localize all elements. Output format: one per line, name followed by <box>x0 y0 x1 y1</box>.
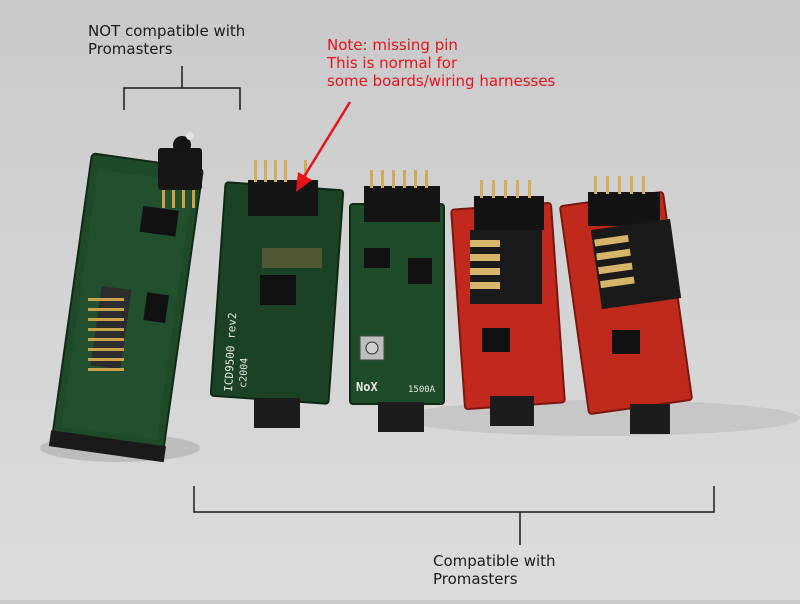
compatible-caption: Compatible with Promasters <box>433 552 556 588</box>
board-2-label: ICD9500 rev2 <box>222 312 239 392</box>
board-1-green <box>48 152 204 463</box>
board-1-side-pins <box>88 298 124 371</box>
board-3-green: NoX 1500A <box>349 170 445 432</box>
board-2-green: ICD9500 rev2 c2004 <box>209 160 345 428</box>
board-4-red <box>450 180 566 426</box>
compatible-bracket <box>193 486 715 545</box>
board-5-red <box>559 176 693 434</box>
board-1-switch <box>158 132 202 208</box>
not-compatible-caption: NOT compatible with Promasters <box>88 22 246 58</box>
note-arrow-head <box>296 172 312 192</box>
missing-pin-note: Note: missing pin This is normal for som… <box>327 36 556 90</box>
note-arrow <box>300 101 352 181</box>
not-compatible-bracket <box>123 66 241 110</box>
board-3-brand-label: NoX <box>356 380 378 394</box>
board-2-date-label: c2004 <box>238 358 251 389</box>
board-3-model-label: 1500A <box>408 385 436 395</box>
